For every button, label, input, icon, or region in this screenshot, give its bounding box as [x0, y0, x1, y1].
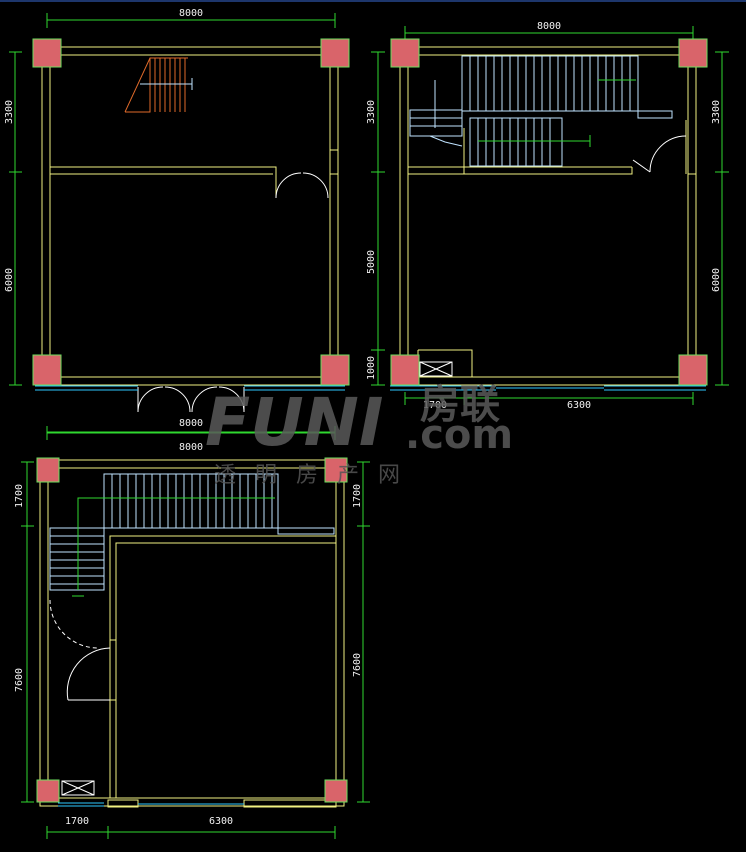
- plan2-bottom-left-dimension: 1700: [423, 400, 447, 411]
- plan2-right-upper-dimension: 3300: [711, 100, 722, 124]
- watermark-logo: FUNI: [205, 384, 383, 461]
- plan1-top-dimension: 8000: [179, 8, 203, 19]
- plan1-double-door: [275, 172, 329, 199]
- plan2-dimension-lines: [371, 26, 729, 405]
- plan3-top-dimension: 8000: [179, 442, 203, 453]
- plan3-bottom-left-dimension: 1700: [65, 816, 89, 827]
- plan3-stair-arrow: [72, 497, 275, 597]
- plan2-top-dimension: 8000: [537, 21, 561, 32]
- plan3-right-upper-dimension: 1700: [352, 484, 363, 508]
- column: [320, 38, 350, 68]
- plan3-utility-box: [61, 780, 95, 796]
- plan2-left-upper-dimension: 3300: [366, 100, 377, 124]
- plan2-stair-arrow: [478, 79, 636, 147]
- plan1-stair: [124, 57, 188, 113]
- plan-top-right: 8000 3300 5000 1000 3300 6000 1700 6300: [366, 21, 729, 411]
- column: [678, 38, 708, 68]
- plan3-stairs: [49, 473, 335, 591]
- column: [36, 457, 60, 483]
- plan2-door: [632, 135, 687, 173]
- watermark-slogan: 透 明 房 产 网: [214, 463, 406, 488]
- watermark: FUNI 房联 .com 透 明 房 产 网: [205, 382, 513, 488]
- watermark-brand: 房联: [420, 382, 500, 428]
- plan2-glazing: [390, 385, 706, 391]
- column: [324, 779, 348, 803]
- column: [390, 38, 420, 68]
- plan3-left-lower-dimension: 7600: [14, 668, 25, 692]
- plan2-right-lower-dimension: 6000: [711, 268, 722, 292]
- plan1-entrance-doors: [137, 386, 245, 413]
- plan3-dimension-lines: [21, 426, 370, 839]
- column: [32, 354, 62, 386]
- plan2-bottom-right-dimension: 6300: [567, 400, 591, 411]
- plan-bottom: 8000 1700 7600 1700 7600 1700 6300: [14, 426, 370, 839]
- plan1-left-lower-dimension: 6000: [4, 268, 15, 292]
- plan3-right-lower-dimension: 7600: [352, 653, 363, 677]
- plan2-walls: [399, 46, 697, 386]
- plan-top-left: 8000 8000 3300 6000: [4, 8, 350, 440]
- plan1-bottom-dimension: 8000: [179, 418, 203, 429]
- column: [32, 38, 62, 68]
- plan1-columns: [32, 38, 350, 386]
- column: [390, 354, 420, 386]
- plan2-left-lower-dimension: 1000: [366, 356, 377, 380]
- plan2-left-middle-dimension: 5000: [366, 250, 377, 274]
- column: [320, 354, 350, 386]
- plan1-walls: [41, 46, 339, 386]
- plan2-columns: [390, 38, 708, 386]
- column: [678, 354, 708, 386]
- plan3-doors: [49, 599, 111, 701]
- plan3-glazing: [58, 802, 244, 807]
- plan3-columns: [36, 457, 348, 803]
- plan3-bottom-right-dimension: 6300: [209, 816, 233, 827]
- plan1-left-upper-dimension: 3300: [4, 100, 15, 124]
- column: [324, 457, 348, 483]
- watermark-domain: .com: [405, 412, 513, 458]
- plan1-glazing: [35, 385, 345, 391]
- plan2-utility-box: [419, 361, 453, 377]
- plan2-stairs: [409, 55, 673, 167]
- column: [36, 779, 60, 803]
- plan3-left-upper-dimension: 1700: [14, 484, 25, 508]
- plan1-stair-arrow: [140, 78, 193, 90]
